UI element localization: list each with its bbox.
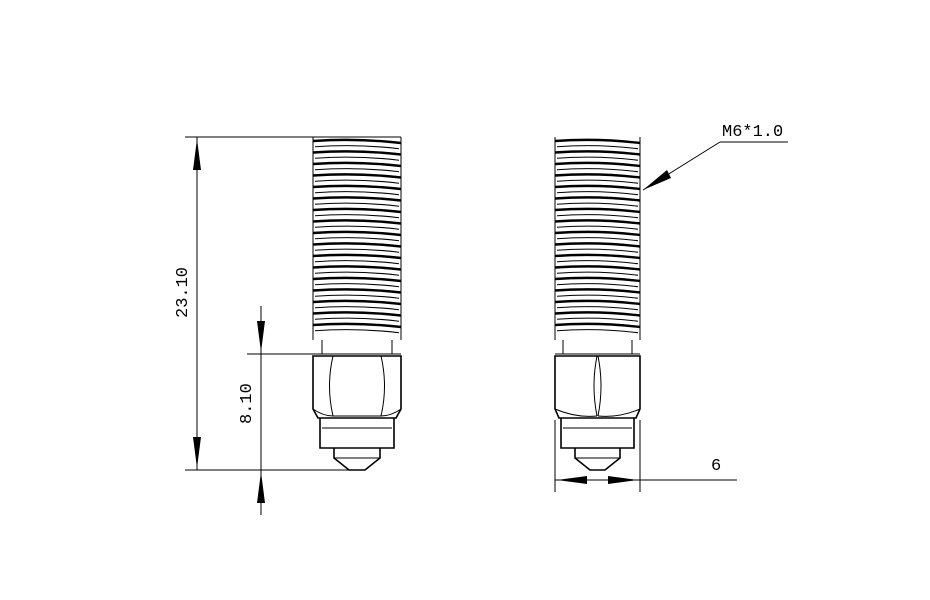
dimension-overall-length: 23.10 [174, 136, 360, 471]
left-thread-crest [312, 311, 402, 317]
right-thread-root [556, 248, 639, 253]
left-thread-crest [312, 242, 402, 248]
right-neck [562, 340, 633, 354]
right-thread-crest [554, 219, 641, 225]
left-hex [312, 353, 402, 419]
left-thread-crest [312, 299, 402, 306]
right-thread-crest [554, 253, 641, 260]
right-thread-crest [554, 184, 641, 191]
right-thread-crest [554, 207, 641, 214]
left-thread-root [314, 237, 400, 242]
right-thread-root [556, 306, 639, 311]
left-thread-crest [312, 196, 402, 202]
right-thread-body [554, 137, 641, 340]
right-thread-root [556, 168, 639, 173]
right-thread-crest [554, 138, 641, 145]
thread-callout: M6*1.0 [642, 123, 788, 191]
left-thread-crest [312, 265, 402, 271]
left-thread-crest [312, 207, 402, 214]
left-thread-crest [312, 138, 402, 145]
right-thread-crest [554, 288, 641, 294]
dimension-hex-width: 6 [554, 420, 737, 492]
right-thread-crest [554, 230, 641, 237]
left-thread-crest [312, 219, 402, 225]
left-thread-crest [312, 322, 402, 329]
left-thread-root [314, 294, 400, 299]
thread-spec-label: M6*1.0 [722, 123, 783, 142]
right-thread-crest [554, 150, 641, 156]
left-thread-crest [312, 150, 402, 156]
left-thread-root [314, 191, 400, 196]
left-thread-crest [312, 184, 402, 191]
right-thread-crest [554, 161, 641, 168]
right-thread-root [556, 329, 639, 334]
right-thread-crest [554, 242, 641, 248]
right-thread-crest [554, 265, 641, 271]
right-thread-root [556, 179, 639, 184]
right-thread-root [556, 202, 639, 207]
left-tip [319, 418, 395, 471]
left-neck [321, 340, 393, 354]
left-thread-root [314, 306, 400, 311]
left-thread-root [314, 156, 400, 161]
left-thread-root [314, 145, 400, 150]
left-thread-crest [312, 276, 402, 283]
left-thread-root [314, 179, 400, 184]
right-view [554, 137, 641, 471]
hex-width-label: 6 [711, 457, 721, 476]
left-thread-root [314, 225, 400, 230]
hex-length-label: 8.10 [238, 383, 257, 424]
right-thread-root [556, 225, 639, 230]
left-thread-crest [312, 288, 402, 294]
right-thread-root [556, 260, 639, 265]
left-thread-crest [312, 173, 402, 179]
right-thread-crest [554, 276, 641, 283]
overall-length-label: 23.10 [174, 267, 193, 318]
right-thread-root [556, 317, 639, 322]
right-thread-root [556, 271, 639, 276]
left-thread-root [314, 283, 400, 288]
left-view [312, 136, 402, 471]
left-thread-root [314, 214, 400, 219]
right-hex [554, 353, 641, 419]
left-thread-root [314, 248, 400, 253]
right-thread-crest [554, 299, 641, 306]
right-thread-root [556, 156, 639, 161]
right-thread-root [556, 237, 639, 242]
right-thread-root [556, 294, 639, 299]
right-thread-crest [554, 311, 641, 317]
left-thread-root [314, 271, 400, 276]
right-thread-crest [554, 322, 641, 329]
right-thread-root [556, 283, 639, 288]
left-thread-root [314, 202, 400, 207]
left-thread-root [314, 168, 400, 173]
right-thread-root [556, 214, 639, 219]
right-thread-crest [554, 196, 641, 202]
right-thread-crest [554, 173, 641, 179]
left-thread-crest [312, 230, 402, 237]
left-thread-crest [312, 253, 402, 260]
left-thread-crest [312, 161, 402, 168]
right-thread-root [556, 191, 639, 196]
left-thread-body [312, 136, 402, 340]
left-thread-root [314, 260, 400, 265]
right-tip [560, 418, 635, 471]
dimension-hex-length: 8.10 [238, 306, 313, 515]
left-thread-root [314, 317, 400, 322]
left-thread-root [314, 329, 400, 334]
right-thread-root [556, 145, 639, 150]
